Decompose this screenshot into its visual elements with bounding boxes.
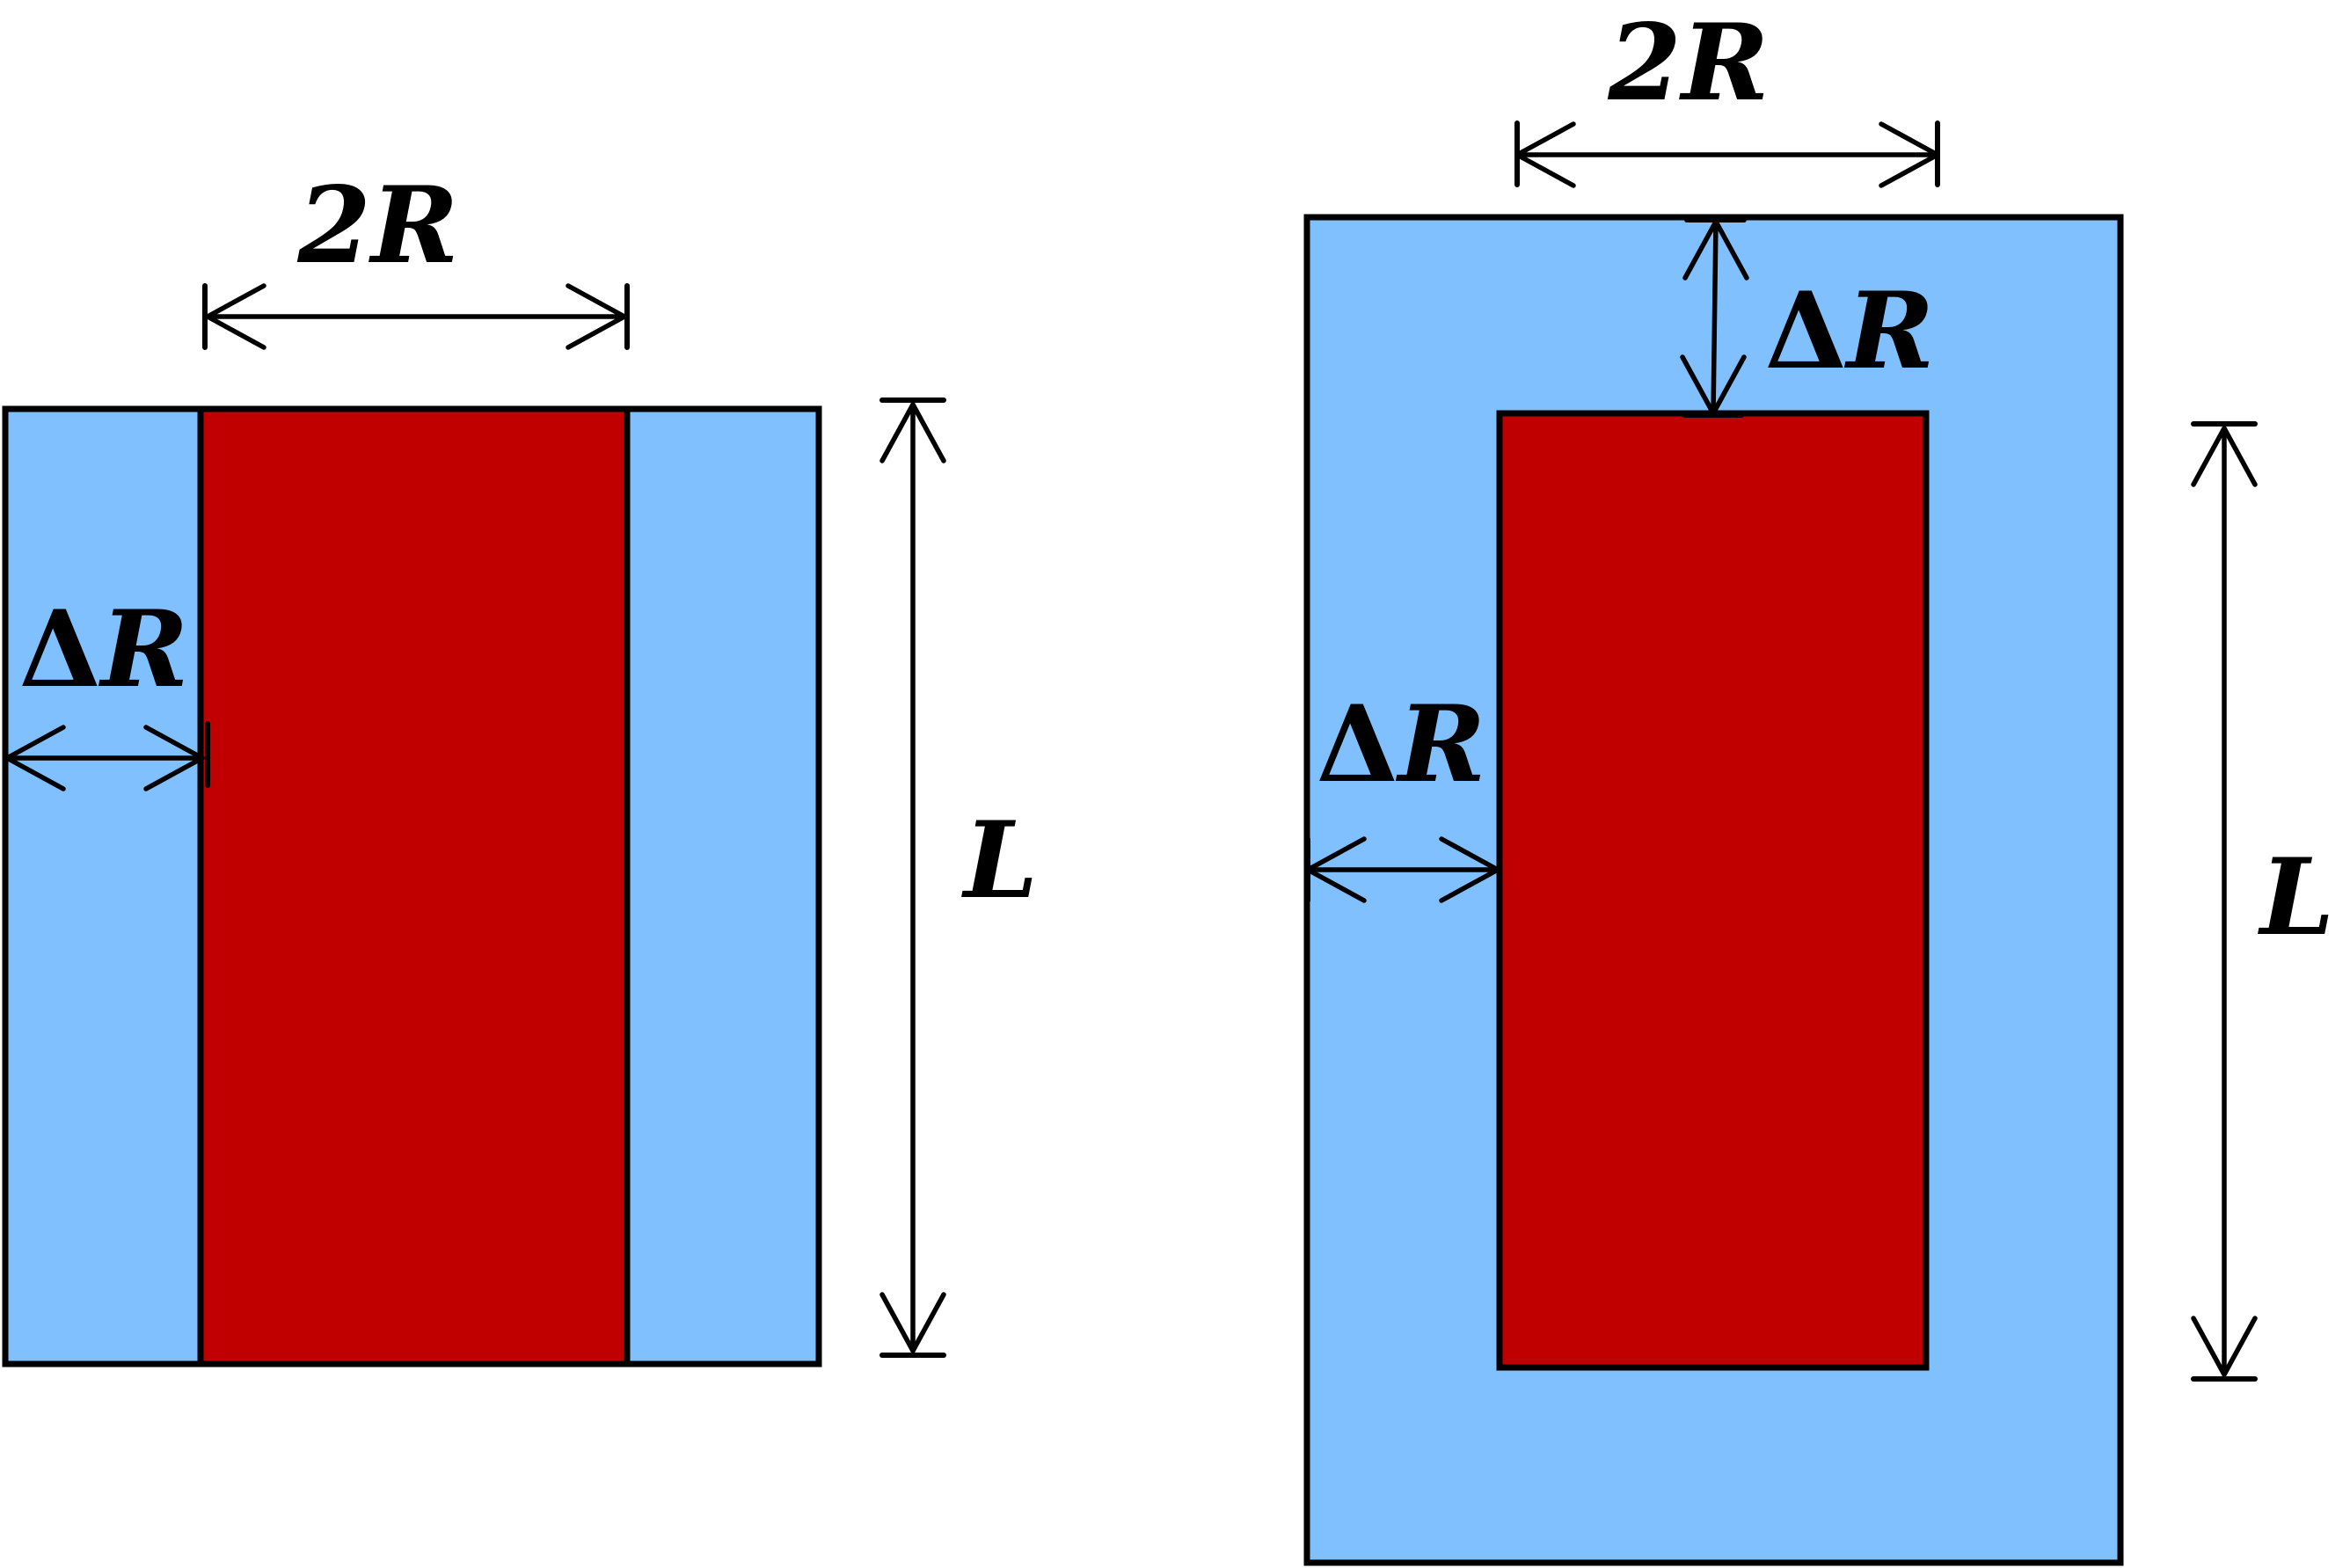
right-width-label: 2R [1607,1,1769,125]
right-top-gap-dimension [1680,217,1749,418]
right-top-gap-label: ΔR [1765,269,1935,393]
left-gap-dimension [4,721,210,791]
left-gap-label: ΔR [19,587,189,711]
left-width-label: 2R [296,164,458,288]
right-width-dimension [1514,120,1940,188]
right-length-dimension [2191,421,2258,1382]
left-length-dimension [879,397,946,1358]
left-core-slab [197,405,631,1367]
left-width-dimension [202,283,630,350]
right-core-block [1496,410,1930,1371]
right-side-gap-dimension [1305,836,1500,903]
right-side-gap-label: ΔR [1317,682,1486,806]
left-panel: 2R ΔR L [2,164,1038,1367]
right-length-label: L [2258,835,2334,959]
left-length-label: L [961,799,1038,923]
right-panel: 2R ΔR ΔR L [1303,1,2334,1566]
